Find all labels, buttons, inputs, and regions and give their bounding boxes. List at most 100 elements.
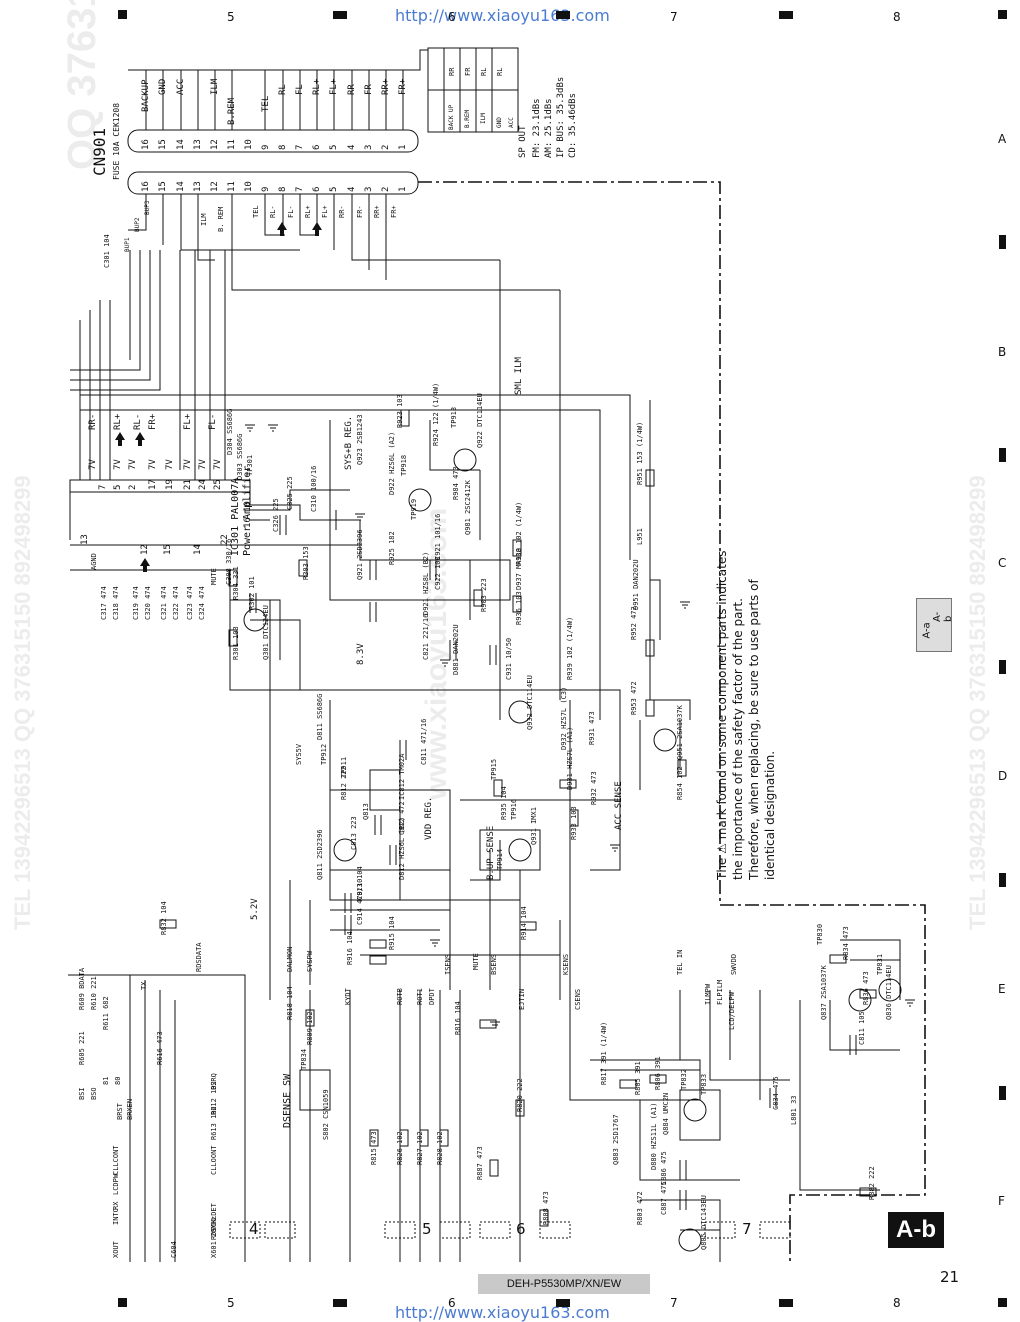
pin-10: 10 (244, 139, 254, 150)
r609-label: R609 BDATA (78, 967, 86, 1010)
frame-mark (118, 1298, 127, 1307)
pin-14-lower: 14 (176, 181, 186, 192)
tp916-label: TP916 (510, 798, 518, 820)
c811-label: C811 471/16 (420, 718, 428, 765)
r817-label: R817 391 (1/4W) (600, 1021, 608, 1085)
pin-6-lower: 6 (312, 186, 322, 192)
v83-label: 8.3V (356, 643, 366, 665)
c301-label: C301 104 (103, 234, 111, 268)
connector-name: CN901 (90, 127, 109, 176)
pin-5-lower: 5 (329, 186, 339, 192)
signal-arrow (312, 222, 322, 236)
q922-label: Q922 DTC114EU (476, 393, 484, 448)
d951-label: D951 DAN202U (632, 559, 640, 610)
c922-label: C922 103 (434, 556, 442, 590)
signal-fr-minus: FR- (364, 78, 374, 95)
bsi-label: BSI (78, 1087, 86, 1100)
c921-label: C921 101/16 (434, 513, 442, 560)
r887-label: R887 473 (476, 1146, 484, 1180)
row-letter-c: C (998, 556, 1007, 570)
frame-mark (118, 10, 127, 19)
r812-label: R812 222 (340, 766, 348, 800)
c318-label: C318 474 (112, 586, 120, 620)
c320-label: C320 474 (144, 586, 152, 620)
q923-label: Q923 2SB1243 (356, 414, 364, 465)
r827-label: R827 102 (416, 1131, 424, 1165)
tx-label: TX (140, 981, 148, 990)
ic-out-fl-plus: FL+ (183, 413, 193, 430)
signal-brem: B.REM (227, 97, 237, 125)
sp-out-cd: CD: 35.46dBs (568, 92, 578, 158)
box-label-acc: ACC (508, 117, 515, 128)
header-url[interactable]: http://www.xiaoyu163.com (395, 6, 610, 25)
frame-mark (999, 1086, 1006, 1100)
ic-pin: 12 (140, 544, 150, 555)
row-letter-d: D (998, 769, 1008, 783)
r611-label: R611 682 (102, 996, 110, 1030)
col-number-5: 5 (227, 10, 235, 24)
ilmpw-label: ILMPW (704, 983, 712, 1005)
frame-mark (556, 11, 570, 19)
lcdpw-label: LCDPW (112, 1173, 120, 1195)
rot1-label: ROT1 (416, 988, 424, 1005)
c914-label: C914 470/10 (356, 878, 364, 925)
brst-label: BRST (116, 1103, 124, 1120)
lcd-delpw-label: LCD/DELPW (728, 992, 736, 1030)
agnd-label: AGND (90, 553, 98, 570)
d931-label: D931 HZS7L (A1) (566, 726, 574, 790)
ksens-label: KSENS (562, 953, 570, 975)
r304-label: R304 331 (232, 566, 240, 600)
pin-left: 80 (114, 1076, 122, 1085)
r882-label: R882 222 (868, 1166, 876, 1200)
col-number-6-bottom: 6 (448, 1296, 456, 1310)
col-number-8: 8 (893, 10, 901, 24)
pin-7-lower: 7 (295, 186, 305, 192)
col-number-7: 7 (670, 10, 678, 24)
footer-url[interactable]: http://www.xiaoyu163.com (395, 1303, 610, 1322)
ic-volt: 7V (213, 459, 223, 470)
dpdt-label: DPDT (428, 988, 436, 1005)
r826-label: R826 102 (396, 1131, 404, 1165)
pin-13-lower: 13 (193, 181, 203, 192)
signal-ilm-lower: ILM (200, 213, 208, 226)
sml-ilm-label: SML ILM (514, 357, 524, 395)
bup-label: BUP2 (134, 217, 141, 232)
sheet-tabs[interactable]: A-a A-b (916, 598, 954, 652)
q837-label: Q837 2SA1037K (820, 965, 828, 1020)
r953-label: R953 472 (630, 681, 638, 715)
pin-12-lower: 12 (210, 181, 220, 192)
ic812-label: IC812 TM02A (398, 753, 406, 800)
r803-label: R803 472 (636, 1191, 644, 1225)
tab-a-a[interactable]: A-a (921, 622, 933, 639)
model-number: DEH-P5530MP/XN/EW (478, 1274, 650, 1294)
tab-a-b[interactable]: A-b (932, 611, 954, 622)
pin-1-lower: 1 (398, 186, 408, 192)
l951-label: L951 (636, 528, 644, 545)
r933-label: R933 103 (570, 806, 578, 840)
frame-mark (999, 235, 1006, 249)
signal-brem-lower: B. REM (217, 206, 225, 232)
signal-rr-minus: RR- (347, 78, 357, 95)
r820-label: R820 222 (516, 1078, 524, 1112)
pin-4: 4 (347, 144, 357, 150)
syspw-label: SYSPW (306, 950, 314, 972)
r939-label: R939 102 (1/4W) (566, 616, 574, 680)
signal-gnd: GND (158, 78, 168, 95)
signal-rl-plus: RL+ (312, 78, 322, 95)
q805-label: Q805 DTC143EU (700, 1195, 708, 1250)
q883-label: Q883 2SD1767 (612, 1114, 620, 1165)
ic-pin: 10 (243, 501, 253, 512)
r836-label: R836 473 (862, 971, 870, 1005)
r832-label: R832 104 (160, 901, 168, 935)
ejtin-label: EJTIN (518, 988, 526, 1010)
tp834-label: TP834 (300, 1048, 308, 1070)
c317-label: C317 474 (100, 586, 108, 620)
r984-label: R984 473 (452, 466, 460, 500)
v52-label: 5.2V (250, 898, 260, 920)
sys-b-reg-label: SYS+B REG. (344, 415, 354, 470)
r935-label: R935 104 (500, 786, 508, 820)
rotb-label: ROTB (396, 988, 404, 1005)
box-label-rr: RR (448, 67, 456, 76)
ic-out-fl-minus: FL- (208, 413, 218, 430)
cn901-connector-upper (127, 129, 419, 153)
